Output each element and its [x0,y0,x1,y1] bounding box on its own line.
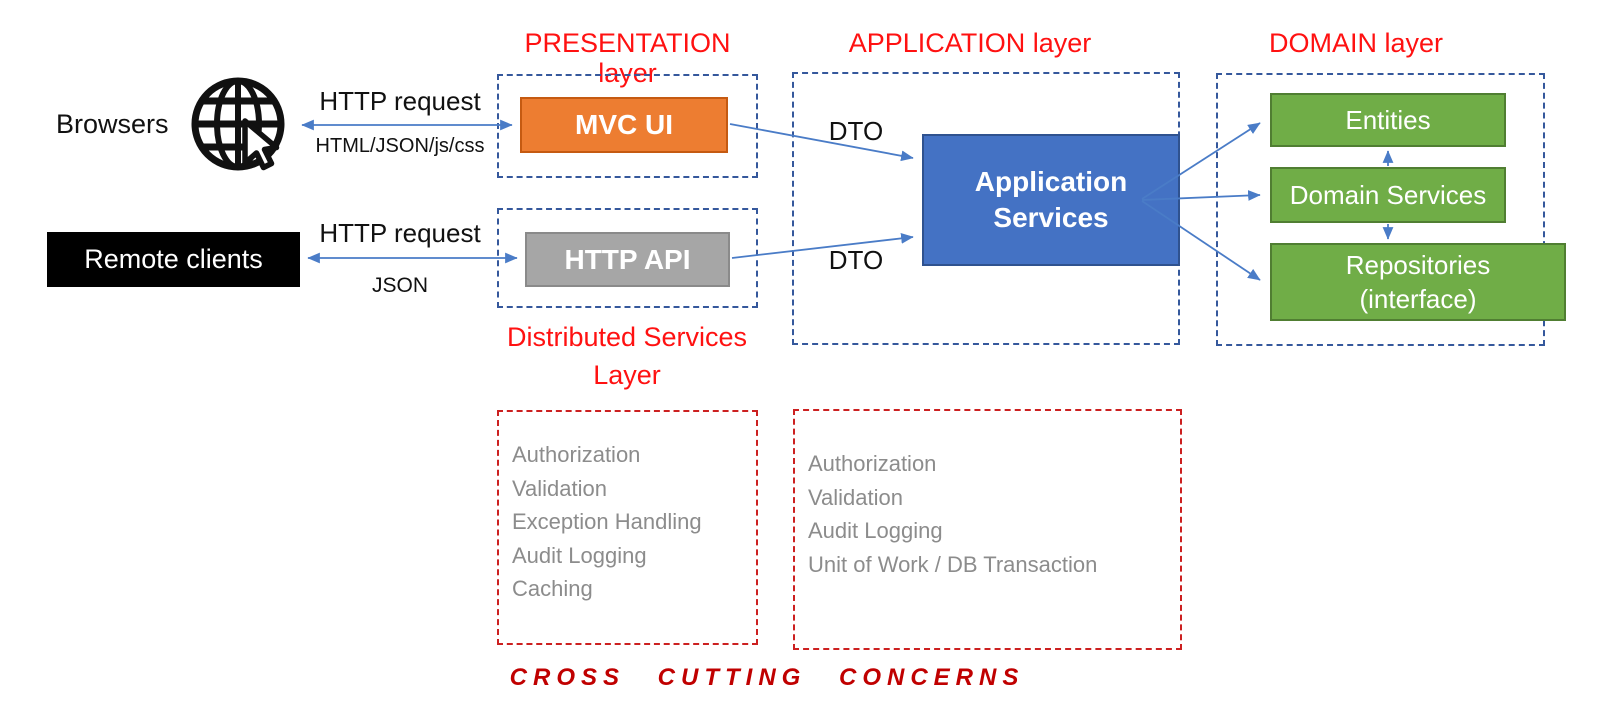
list-item: Unit of Work / DB Transaction [808,551,1098,577]
entities-box: Entities [1270,93,1506,147]
dto-mvc-label: DTO [828,116,884,146]
list-item: Audit Logging [808,518,943,543]
browsers-label: Browsers [56,109,169,139]
http-response-remote-label: JSON [371,274,428,297]
list-item: Authorization [512,442,641,467]
distributed-services-layer-title: Distributed Services Layer [506,322,748,390]
list-item: Caching [512,576,593,601]
mvc-ui-box: MVC UI [520,97,728,153]
application-concerns-box: Authorization Validation Audit Logging U… [793,409,1182,650]
list-item: Audit Logging [512,542,647,568]
list-item: Validation [512,475,607,501]
list-item: Authorization [808,451,937,476]
cursor-icon [242,118,280,171]
http-request-browser-label: HTTP request [319,86,481,116]
repositories-box: Repositories (interface) [1270,243,1566,321]
http-api-box: HTTP API [525,232,730,287]
list-item: Exception Handling [512,509,702,534]
remote-clients-box: Remote clients [47,232,300,287]
list-item: Validation [808,484,903,510]
application-concerns-list: Authorization Validation Audit Logging U… [795,411,1180,581]
distributed-concerns-list: Authorization Validation Exception Handl… [499,412,756,606]
dto-api-label: DTO [828,245,884,275]
distributed-concerns-box: Authorization Validation Exception Handl… [497,410,758,645]
http-request-remote-label: HTTP request [319,218,481,248]
http-response-browser-label: HTML/JSON/js/css [315,135,485,157]
cross-cutting-concerns-title: CROSS CUTTING CONCERNS [509,664,1025,691]
domain-services-box: Domain Services [1270,167,1506,223]
application-layer-title: APPLICATION layer [848,28,1092,58]
globe-cursor-icon [191,77,285,171]
domain-layer-title: DOMAIN layer [1268,28,1444,58]
application-services-box: Application Services [922,134,1180,266]
presentation-layer-title: PRESENTATION layer [524,28,731,88]
